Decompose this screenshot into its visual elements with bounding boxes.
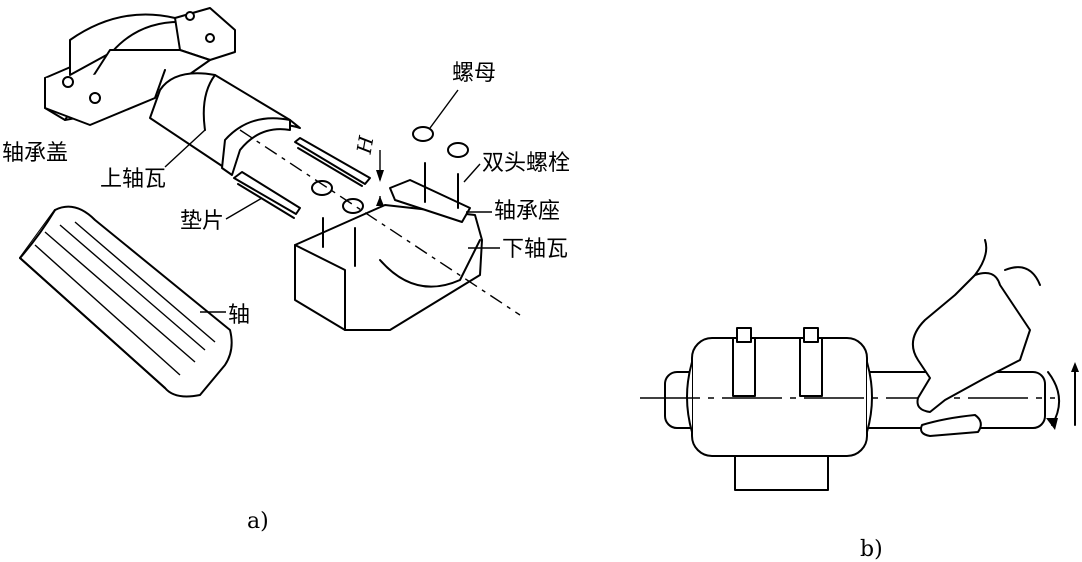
- stud-bolts: [322, 162, 459, 267]
- nut-1: [311, 180, 333, 196]
- label-bearing-cap: 轴承盖: [2, 141, 68, 166]
- shim-parts: [233, 137, 371, 219]
- nut-2: [342, 198, 364, 214]
- caption-a: a): [247, 509, 269, 534]
- label-stud-bolt: 双头螺栓: [482, 151, 570, 176]
- studs-b: [732, 327, 823, 397]
- nut-3: [412, 126, 434, 142]
- figure-a: H 轴承盖 上轴瓦 垫片 轴 螺母 双头螺栓 轴承座 下轴瓦 a): [2, 7, 570, 534]
- label-upper-bush: 上轴瓦: [100, 167, 166, 192]
- label-lower-bush: 下轴瓦: [502, 237, 568, 262]
- hand-icon: [911, 239, 1041, 437]
- gap-h-indicator: H: [352, 134, 384, 206]
- upper-bush-part: [149, 72, 301, 176]
- gap-h-label: H: [352, 134, 379, 157]
- rotation-arrow-icon: [1046, 362, 1079, 430]
- bearing-seat-part: [294, 179, 483, 331]
- center-line: [239, 129, 521, 316]
- figure-b: b): [640, 239, 1079, 562]
- label-shaft: 轴: [228, 303, 250, 328]
- label-nut: 螺母: [452, 61, 496, 86]
- caption-b: b): [860, 537, 883, 562]
- bearing-housing: [691, 337, 868, 457]
- label-shim: 垫片: [180, 209, 224, 234]
- label-bearing-seat: 轴承座: [494, 199, 560, 224]
- nut-4: [447, 142, 469, 158]
- bearing-cap-part: [44, 7, 236, 126]
- nuts: [311, 126, 469, 214]
- shaft-part: [19, 205, 233, 398]
